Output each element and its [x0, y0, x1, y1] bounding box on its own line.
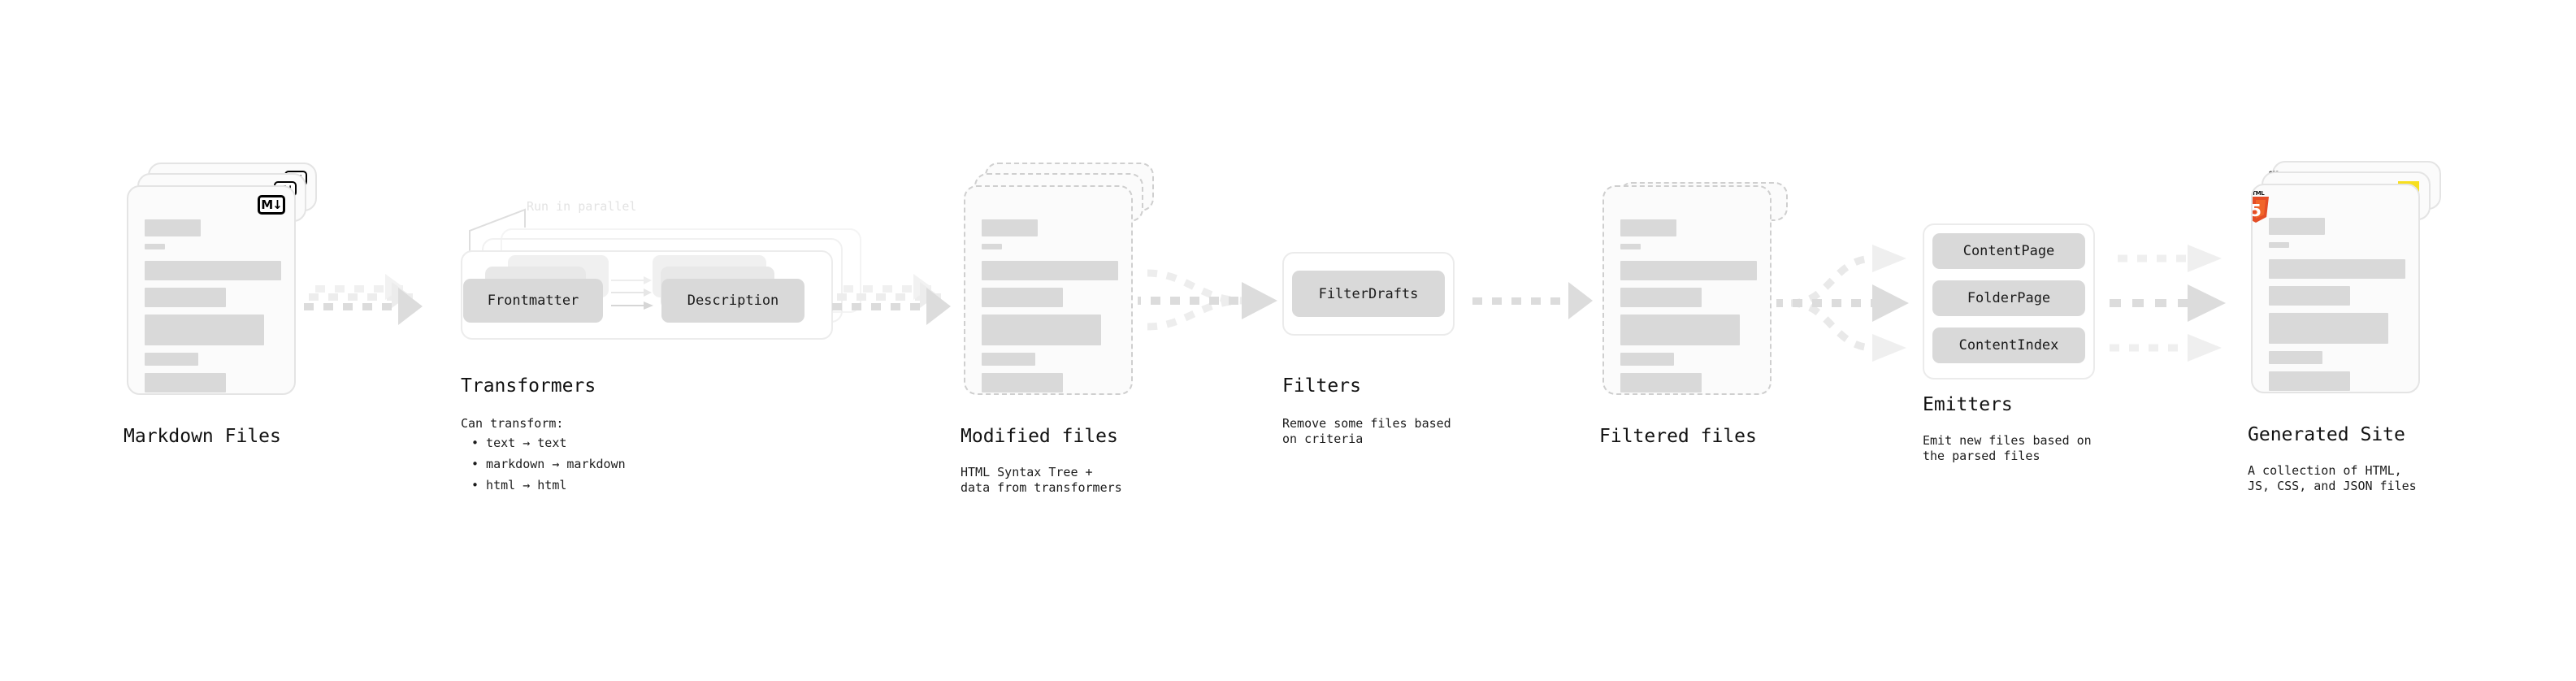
arrow-filters-to-filtered	[1472, 282, 1602, 332]
placeholder-bar	[982, 244, 1002, 249]
transformer-chip-label: Frontmatter	[487, 293, 579, 309]
placeholder-bar	[145, 261, 281, 280]
placeholder-bar	[145, 314, 264, 345]
placeholder-bar	[1620, 288, 1702, 307]
emitters-title: Emitters	[1923, 394, 2013, 415]
placeholder-bar	[2269, 242, 2289, 248]
generated-site-caption: A collection of HTML, JS, CSS, and JSON …	[2248, 463, 2417, 493]
placeholder-bar	[982, 219, 1038, 236]
emitters-caption: Emit new files based on the parsed files	[1923, 433, 2092, 463]
placeholder-bar	[982, 353, 1035, 366]
modified-files-title: Modified files	[961, 426, 1118, 447]
transformer-chip-description[interactable]: Description	[661, 279, 804, 323]
file-content-placeholder	[982, 219, 1120, 393]
file-content-placeholder	[2269, 218, 2407, 392]
markdown-files-title: Markdown Files	[124, 426, 281, 447]
transformers-caption-item: • markdown → markdown	[471, 457, 626, 471]
placeholder-bar	[1620, 261, 1757, 280]
filters-caption: Remove some files based on criteria	[1282, 416, 1451, 446]
emitter-chip-contentpage[interactable]: ContentPage	[1932, 233, 2085, 269]
placeholder-bar	[2269, 351, 2322, 364]
arrow-markdown-to-transformers	[304, 274, 439, 337]
emitter-chip-contentindex[interactable]: ContentIndex	[1932, 327, 2085, 363]
file-content-placeholder	[1620, 219, 1759, 393]
placeholder-bar	[982, 261, 1118, 280]
filters-title: Filters	[1282, 375, 1361, 397]
transformers-caption-head: Can transform:	[461, 416, 564, 431]
arrow-transformers-to-modified	[832, 274, 967, 337]
filtered-file-sheet-front	[1602, 185, 1772, 395]
filter-chip-label: FilterDrafts	[1318, 285, 1419, 302]
modified-files-caption: HTML Syntax Tree + data from transformer…	[961, 465, 1122, 495]
arrow-modified-to-filters	[1138, 269, 1277, 331]
placeholder-bar	[145, 288, 226, 307]
emitter-chip-folderpage[interactable]: FolderPage	[1932, 280, 2085, 316]
placeholder-bar	[1620, 244, 1641, 249]
placeholder-bar	[2269, 259, 2405, 279]
placeholder-bar	[982, 314, 1101, 345]
placeholder-bar	[145, 353, 198, 366]
placeholder-bar	[1620, 219, 1676, 236]
placeholder-bar	[145, 244, 165, 249]
transformers-caption-item: • text → text	[471, 436, 567, 450]
filter-chip-filterdrafts[interactable]: FilterDrafts	[1292, 271, 1445, 317]
html5-shield-inner	[2256, 200, 2266, 219]
placeholder-bar	[145, 373, 226, 393]
generated-site-title: Generated Site	[2248, 424, 2405, 445]
site-file-sheet-html: HTML 5	[2251, 184, 2420, 393]
transformer-chip-label: Description	[687, 293, 779, 309]
transformers-caption-item: • html → html	[471, 478, 567, 492]
placeholder-bar	[1620, 373, 1702, 393]
placeholder-bar	[2269, 218, 2325, 235]
filtered-files-title: Filtered files	[1599, 426, 1757, 447]
placeholder-bar	[2269, 286, 2350, 306]
run-in-parallel-label: Run in parallel	[527, 199, 637, 214]
markdown-badge-icon: M↓	[258, 195, 285, 215]
placeholder-bar	[982, 373, 1063, 393]
placeholder-bar	[982, 288, 1063, 307]
html5-five-glyph: 5	[2251, 201, 2262, 220]
emitter-chip-label: ContentIndex	[1958, 337, 2059, 354]
emitter-chip-label: FolderPage	[1967, 290, 2051, 306]
html5-badge-label: HTML	[2252, 190, 2265, 197]
placeholder-bar	[145, 219, 201, 236]
placeholder-bar	[2269, 313, 2388, 344]
placeholder-bar	[2269, 371, 2350, 391]
run-in-parallel-bracket-icon	[469, 208, 526, 252]
arrow-emitters-to-site	[2110, 245, 2226, 362]
transformer-inner-arrows-icon	[611, 276, 653, 310]
emitter-chip-label: ContentPage	[1962, 243, 2055, 259]
markdown-file-sheet-front: M↓	[127, 185, 296, 395]
arrow-filtered-to-emitters	[1776, 245, 1909, 362]
modified-file-sheet-front	[964, 185, 1133, 395]
placeholder-bar	[1620, 353, 1674, 366]
html5-badge-icon: HTML 5	[2251, 190, 2269, 223]
transformers-title: Transformers	[461, 375, 596, 397]
transformer-chip-frontmatter[interactable]: Frontmatter	[463, 279, 603, 323]
file-content-placeholder	[145, 219, 283, 393]
placeholder-bar	[1620, 314, 1740, 345]
